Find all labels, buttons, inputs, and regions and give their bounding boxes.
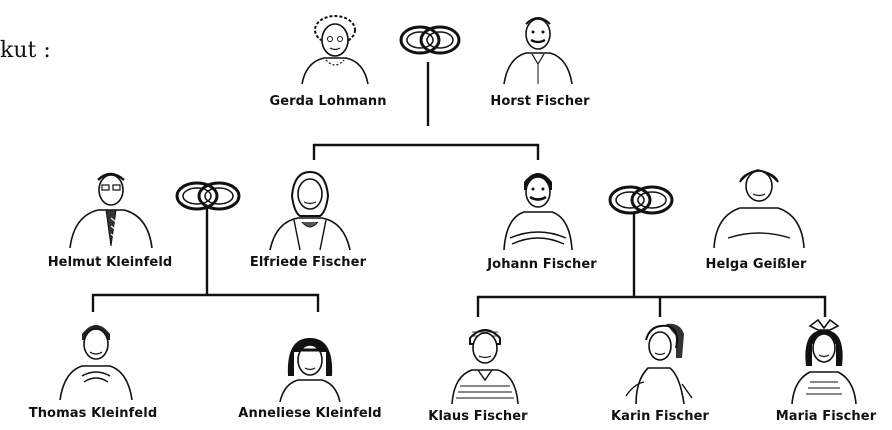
portrait-helmut-kleinfeld [69,172,153,249]
connector-kleinfeld [91,208,320,312]
portrait-elfriede-fischer [269,170,351,251]
person-name-klaus-fischer: Klaus Fischer [428,409,528,424]
person-name-horst-fischer: Horst Fischer [490,94,590,109]
wedding-rings-icon [608,185,674,215]
person-name-maria-fischer: Maria Fischer [775,409,877,424]
person-name-johann-fischer: Johann Fischer [487,257,597,272]
person-name-helmut-kleinfeld: Helmut Kleinfeld [47,255,173,270]
person-name-gerda-lohmann: Gerda Lohmann [269,94,387,109]
portrait-anneliese-kleinfeld [279,338,341,403]
portrait-helga-geissler [713,169,805,249]
person-name-karin-fischer: Karin Fischer [610,409,710,424]
connector-gen1 [312,62,540,160]
portrait-maria-fischer [791,318,857,405]
person-name-helga-geissler: Helga Geißler [705,257,807,272]
portrait-horst-fischer [503,17,573,85]
portrait-klaus-fischer [451,329,519,405]
portrait-gerda-lohmann [301,15,369,85]
wedding-rings-icon [175,181,241,211]
wedding-rings-icon [399,25,461,55]
connector-fischer [476,212,827,317]
portrait-karin-fischer [625,323,693,405]
person-name-thomas-kleinfeld: Thomas Kleinfeld [28,406,158,421]
corner-text: kut : [0,38,51,63]
person-name-anneliese-kleinfeld: Anneliese Kleinfeld [238,406,382,421]
person-name-elfriede-fischer: Elfriede Fischer [249,255,367,270]
portrait-johann-fischer [503,173,573,251]
portrait-thomas-kleinfeld [59,325,133,401]
